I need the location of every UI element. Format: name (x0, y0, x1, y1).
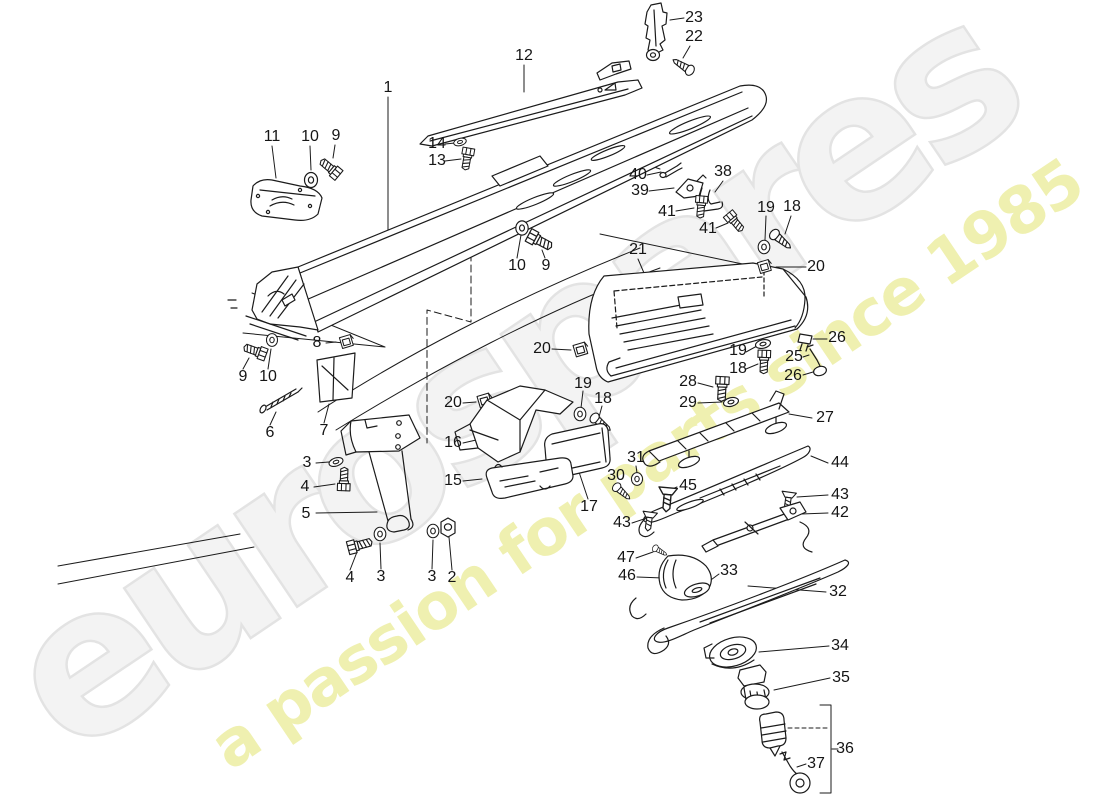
support-bracket-part5 (340, 414, 421, 533)
hinge-assembly-part27 (642, 390, 790, 469)
lamp-housing-part46 (658, 554, 712, 601)
cover-plate-part15 (485, 457, 574, 499)
hinge-fittings-38-41 (659, 162, 724, 212)
fasteners-25-26 (797, 333, 827, 377)
screw-part6-panel-part7 (259, 352, 356, 414)
trim-strip-part44 (638, 445, 811, 538)
glove-box-part21 (588, 262, 809, 383)
dash-trim-panel-part1 (227, 84, 768, 341)
latch-bar-part42 (701, 501, 813, 553)
bracket-part11 (250, 179, 323, 221)
lock-set-parts34-37 (703, 636, 811, 794)
trim-strip-part32 (629, 559, 850, 655)
bracket-part23 (644, 2, 697, 78)
upper-rail-part12 (419, 60, 643, 147)
air-duct-part16 (454, 385, 574, 463)
